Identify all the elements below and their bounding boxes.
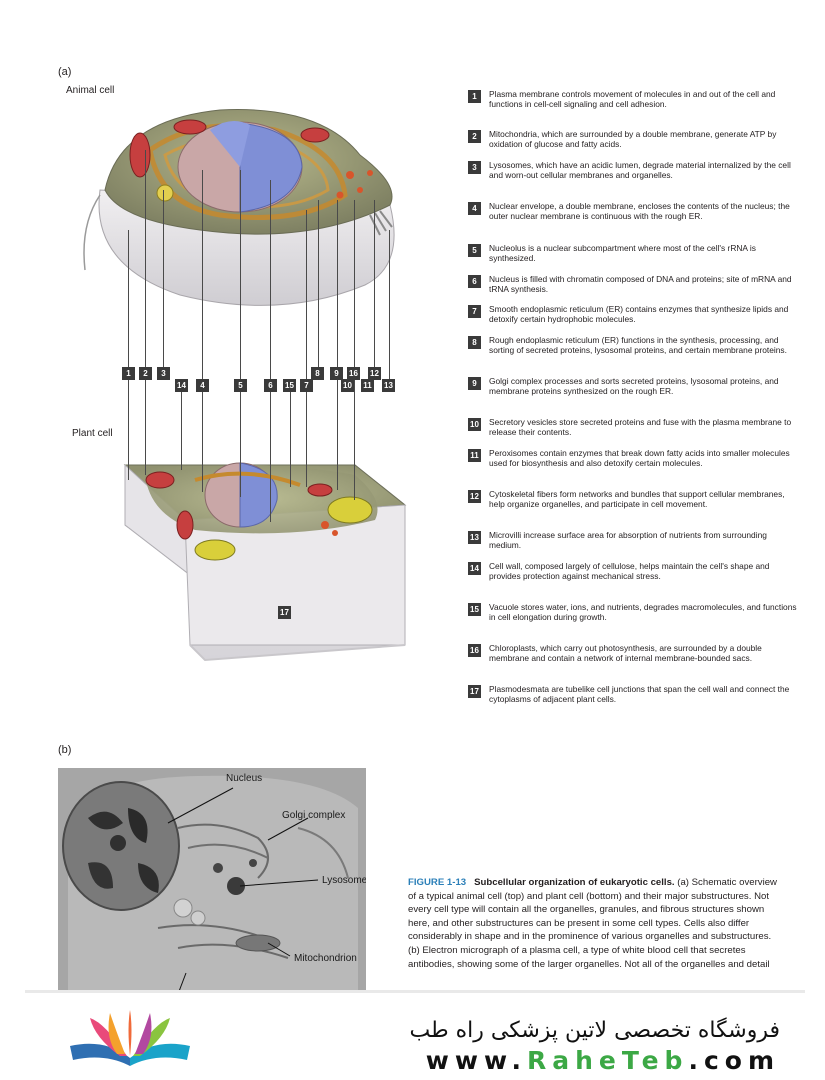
store-url: www.RaheTeb.com — [426, 1046, 780, 1075]
animal-cell-label: Animal cell — [66, 85, 115, 96]
diagram-badge: 10 — [341, 379, 354, 392]
diagram-badge: 2 — [139, 367, 152, 380]
legend-text: Plasma membrane controls movement of mol… — [489, 89, 776, 110]
legend-text: Smooth endoplasmic reticulum (ER) contai… — [489, 304, 789, 325]
legend-number: 3 — [468, 161, 481, 174]
legend-number: 17 — [468, 685, 481, 698]
legend-text: Mitochondria, which are surrounded by a … — [489, 129, 777, 150]
plant-cell-illustration — [123, 462, 407, 662]
animal-cell-illustration — [83, 109, 395, 306]
legend-text: Secretory vesicles store secreted protei… — [489, 417, 792, 438]
legend-number: 14 — [468, 562, 481, 575]
book-logo-icon — [70, 1010, 190, 1066]
legend-number: 4 — [468, 202, 481, 215]
figure-title: Subcellular organization of eukaryotic c… — [474, 877, 675, 888]
legend-text: Golgi complex processes and sorts secret… — [489, 376, 779, 397]
diagram-badge: 4 — [196, 379, 209, 392]
legend-number: 8 — [468, 336, 481, 349]
micrograph-label-golgi: Golgi complex — [282, 810, 346, 821]
legend-number: 16 — [468, 644, 481, 657]
diagram-badge: 1 — [122, 367, 135, 380]
panel-b-label: (b) — [58, 744, 72, 756]
diagram-badge: 3 — [157, 367, 170, 380]
legend-number: 13 — [468, 531, 481, 544]
micrograph-label-lysosome: Lysosome — [322, 875, 366, 886]
electron-micrograph: Nucleus Golgi complex Lysosome Mitochond… — [58, 768, 366, 994]
legend-text: Nuclear envelope, a double membrane, enc… — [489, 201, 790, 222]
diagram-badge: 13 — [382, 379, 395, 392]
watermark-footer — [0, 993, 825, 1080]
diagram-badge: 12 — [368, 367, 381, 380]
micrograph-label-nucleus: Nucleus — [226, 773, 263, 784]
url-brand: RaheTeb — [526, 1046, 689, 1075]
micrograph-label-mitochondrion: Mitochondrion — [294, 953, 357, 964]
diagram-badge: 16 — [347, 367, 360, 380]
figure-caption-body: (a) Schematic overview of a typical anim… — [408, 877, 777, 970]
legend-text: Cytoskeletal fibers form networks and bu… — [489, 489, 785, 510]
micrograph-image — [58, 768, 366, 994]
legend-text: Nucleus is filled with chromatin compose… — [489, 274, 792, 295]
store-name: فروشگاه تخصصی لاتین پزشکی راه طب — [409, 1018, 781, 1043]
plant-cell-label: Plant cell — [72, 428, 113, 439]
legend-number: 11 — [468, 449, 481, 462]
legend-number: 10 — [468, 418, 481, 431]
diagram-badge: 7 — [300, 379, 313, 392]
legend-number: 7 — [468, 305, 481, 318]
diagram-badge: 8 — [311, 367, 324, 380]
legend-text: Vacuole stores water, ions, and nutrient… — [489, 602, 797, 623]
legend-number: 2 — [468, 130, 481, 143]
legend-number: 9 — [468, 377, 481, 390]
url-suffix: .com — [688, 1046, 780, 1075]
legend-number: 5 — [468, 244, 481, 257]
legend-number: 15 — [468, 603, 481, 616]
legend-number: 1 — [468, 90, 481, 103]
legend-text: Lysosomes, which have an acidic lumen, d… — [489, 160, 791, 181]
diagram-badge: 14 — [175, 379, 188, 392]
diagram-badge: 6 — [264, 379, 277, 392]
url-prefix: www. — [425, 1046, 527, 1075]
legend-text: Chloroplasts, which carry out photosynth… — [489, 643, 762, 664]
legend-text: Plasmodesmata are tubelike cell junction… — [489, 684, 790, 705]
legend-text: Nucleolus is a nuclear subcompartment wh… — [489, 243, 756, 264]
diagram-badge: 9 — [330, 367, 343, 380]
figure-number: FIGURE 1-13 — [408, 877, 467, 888]
legend-text: Peroxisomes contain enzymes that break d… — [489, 448, 790, 469]
panel-a-label: (a) — [58, 66, 72, 78]
diagram-badge: 5 — [234, 379, 247, 392]
legend-number: 12 — [468, 490, 481, 503]
legend-text: Cell wall, composed largely of cellulose… — [489, 561, 770, 582]
figure-caption: FIGURE 1-13 Subcellular organization of … — [408, 876, 778, 971]
legend-number: 6 — [468, 275, 481, 288]
diagram-badge: 17 — [278, 606, 291, 619]
legend-text: Rough endoplasmic reticulum (ER) functio… — [489, 335, 787, 356]
legend-text: Microvilli increase surface area for abs… — [489, 530, 767, 551]
diagram-badge: 11 — [361, 379, 374, 392]
diagram-badge: 15 — [283, 379, 296, 392]
